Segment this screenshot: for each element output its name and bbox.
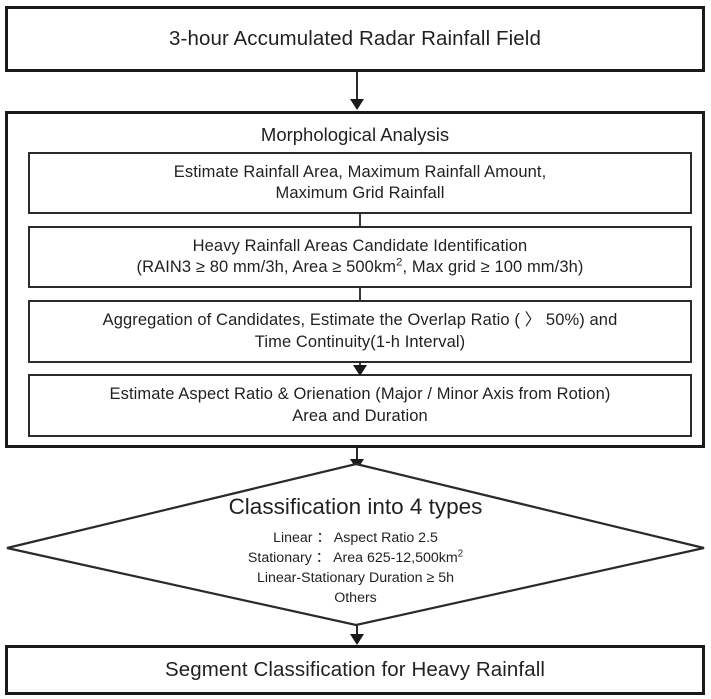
node-input-label: 3-hour Accumulated Radar Rainfall Field bbox=[169, 26, 541, 50]
connector-decision-to-output-line bbox=[356, 625, 358, 637]
process-step-4-text: Estimate Aspect Ratio & Orienation (Majo… bbox=[109, 385, 611, 425]
connector-input-to-process-line bbox=[356, 72, 358, 100]
node-morphological-analysis-group: Morphological Analysis Estimate Rainfall… bbox=[5, 111, 705, 448]
connector-input-to-process-arrowhead bbox=[350, 99, 364, 110]
process-step-estimate-rainfall-area: Estimate Rainfall Area, Maximum Rainfall… bbox=[28, 152, 692, 214]
morphological-analysis-title: Morphological Analysis bbox=[260, 124, 450, 145]
node-decision-classification: Classification into 4 types Linear ： Asp… bbox=[0, 462, 711, 634]
process-step-2-text: Heavy Rainfall Areas Candidate Identific… bbox=[136, 236, 584, 276]
process-step-candidate-identification: Heavy Rainfall Areas Candidate Identific… bbox=[28, 226, 692, 288]
process-step-aggregation-of-candidates: Aggregation of Candidates, Estimate the … bbox=[28, 300, 692, 363]
decision-diamond-shape bbox=[6, 462, 705, 627]
process-step-3-text: Aggregation of Candidates, Estimate the … bbox=[102, 311, 618, 351]
process-step-aspect-ratio-orientation: Estimate Aspect Ratio & Orienation (Majo… bbox=[28, 374, 692, 437]
connector-decision-to-output-arrowhead bbox=[350, 634, 364, 645]
connector-step1-to-step2 bbox=[359, 214, 361, 226]
node-output-segment-classification: Segment Classification for Heavy Rainfal… bbox=[5, 645, 705, 695]
process-step-1-text: Estimate Rainfall Area, Maximum Rainfall… bbox=[173, 162, 547, 202]
connector-step3-to-step4-arrowhead bbox=[353, 365, 367, 376]
connector-process-to-decision-line bbox=[356, 448, 358, 464]
node-input-rainfall-field: 3-hour Accumulated Radar Rainfall Field bbox=[5, 6, 705, 72]
node-output-label: Segment Classification for Heavy Rainfal… bbox=[164, 657, 546, 681]
area-unit-superscript: 2 bbox=[396, 256, 403, 269]
connector-step2-to-step3 bbox=[359, 288, 361, 300]
